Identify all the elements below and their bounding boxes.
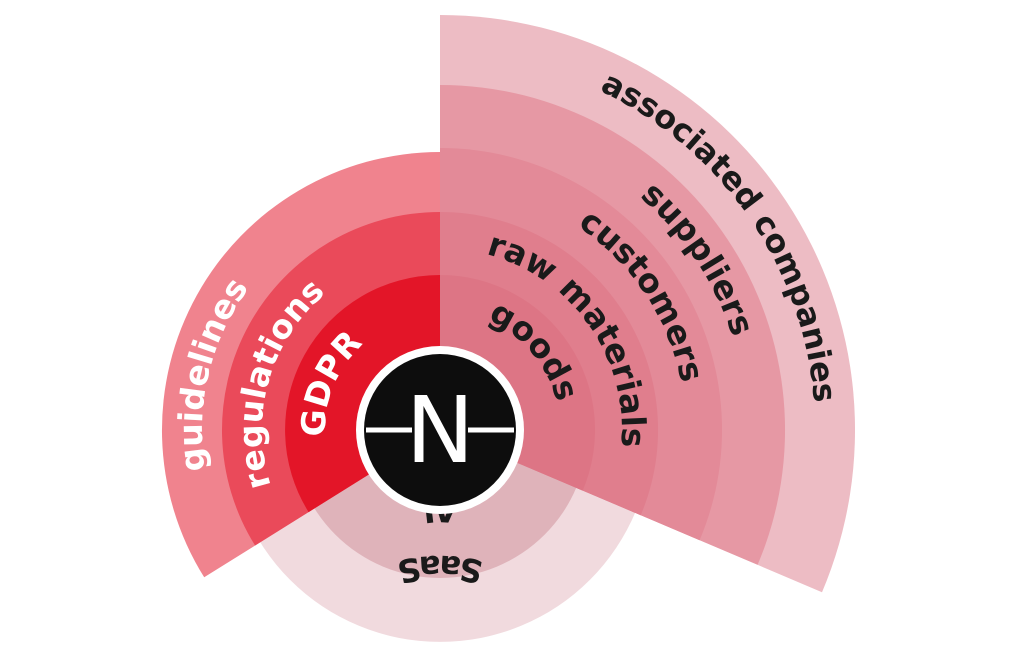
logo-letter: N [406, 377, 475, 484]
logo-icon: N [356, 346, 524, 514]
